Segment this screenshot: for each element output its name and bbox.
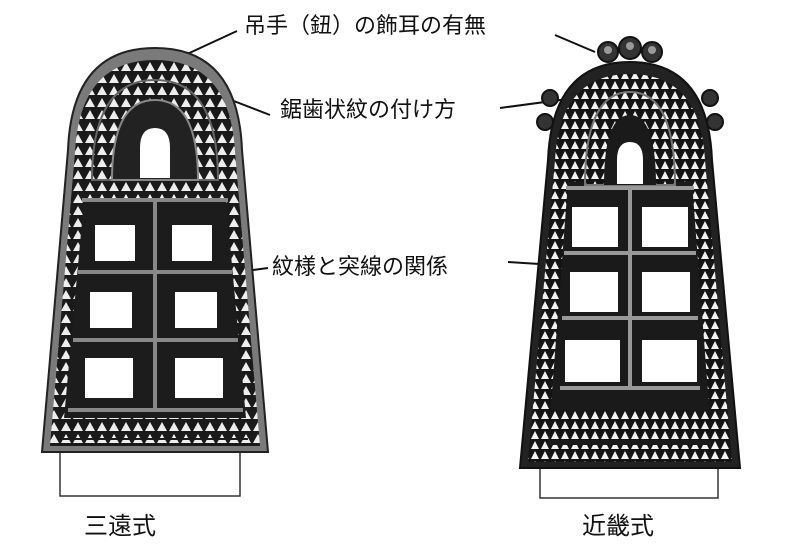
label-ear-ornament: 吊手（鈕）の飾耳の有無 bbox=[244, 14, 487, 39]
panels bbox=[85, 225, 223, 398]
label-sawtooth-pattern: 鋸歯状紋の付け方 bbox=[280, 98, 457, 123]
caption-kinki-type: 近畿式 bbox=[582, 512, 654, 540]
panels bbox=[565, 207, 697, 382]
kinki-bell bbox=[518, 36, 742, 499]
caption-sanen-type: 三遠式 bbox=[84, 512, 156, 540]
label-pattern-relief: 紋様と突線の関係 bbox=[272, 255, 449, 280]
sanen-bell bbox=[40, 46, 270, 497]
